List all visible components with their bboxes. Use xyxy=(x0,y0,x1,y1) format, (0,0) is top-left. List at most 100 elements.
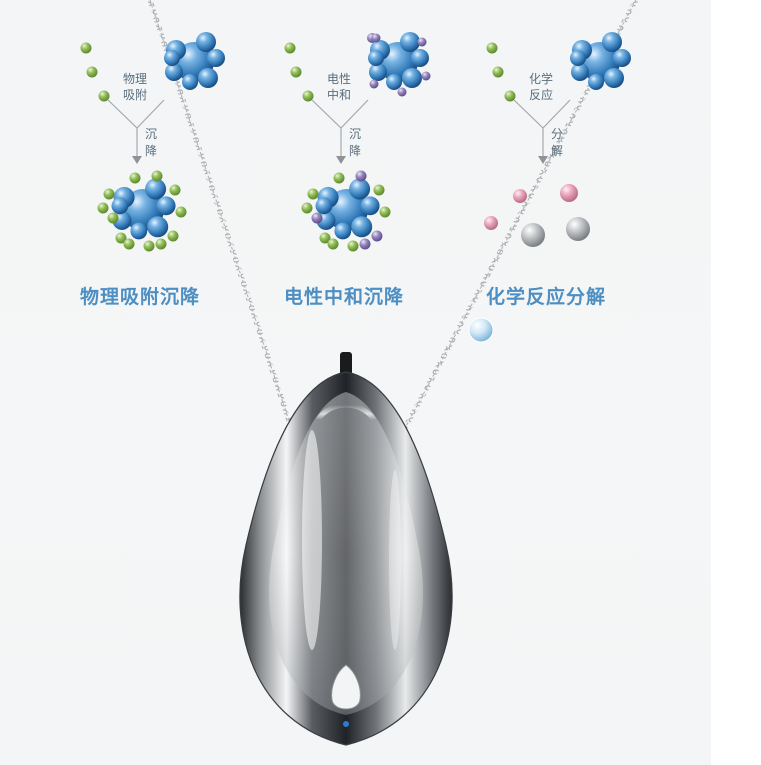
green-particle-icon xyxy=(103,188,115,200)
green-particle-icon xyxy=(319,232,331,244)
purple-particle-icon xyxy=(369,79,379,89)
green-particle-icon xyxy=(327,238,339,250)
step-label: 降 xyxy=(145,144,157,158)
green-particle-icon xyxy=(115,232,127,244)
blue-particle-icon xyxy=(165,63,183,81)
blue-particle-icon xyxy=(351,216,373,238)
green-particle-icon xyxy=(333,172,345,184)
green-particle-icon xyxy=(80,42,92,54)
blue-particle-icon xyxy=(207,49,225,67)
blue-particle-icon xyxy=(130,222,148,240)
blue-particle-icon xyxy=(602,32,622,52)
blue-particle-icon xyxy=(196,32,216,52)
green-particle-icon xyxy=(284,42,296,54)
blue-particle-icon xyxy=(588,74,604,90)
caption-charge-neutralization: 电性中和沉降 xyxy=(284,285,404,308)
blue-particle-icon xyxy=(570,50,586,66)
merge-lines xyxy=(107,99,165,129)
blue-particle-icon xyxy=(182,74,198,90)
purple-particle-icon xyxy=(421,71,431,81)
blue-particle-icon xyxy=(402,68,422,88)
blue-particle-icon xyxy=(400,32,420,52)
blue-particle-icon xyxy=(386,74,402,90)
blue-particle-icon xyxy=(145,178,167,200)
step-label: 化学 xyxy=(529,71,553,86)
purple-particle-icon xyxy=(359,238,371,250)
pendant-highlight-left xyxy=(302,430,322,650)
arrow-down-icon xyxy=(538,156,548,164)
green-particle-icon xyxy=(301,202,313,214)
pink-particle-icon xyxy=(513,189,527,203)
arrow-down-icon xyxy=(132,156,142,164)
blue-particle-icon xyxy=(571,63,589,81)
blue-particle-icon xyxy=(369,63,387,81)
blue-particle-icon xyxy=(334,222,352,240)
process-charge-neutralization: 电性中和沉降 xyxy=(284,32,431,252)
green-particle-icon xyxy=(98,90,110,102)
purple-particle-icon xyxy=(311,212,323,224)
green-particle-icon xyxy=(373,184,385,196)
step-label: 分 xyxy=(551,127,563,141)
green-particle-icon xyxy=(129,172,141,184)
power-button[interactable] xyxy=(331,664,361,710)
step-label: 电性 xyxy=(327,72,351,86)
blue-particle-icon xyxy=(349,178,371,200)
blue-particle-icon xyxy=(315,197,333,215)
process-physical-adsorption: 物理吸附沉降 xyxy=(80,32,225,252)
caption-chemical-decomposition: 化学反应分解 xyxy=(486,285,606,308)
blue-particle-icon xyxy=(604,68,624,88)
step-label: 反应 xyxy=(529,87,553,102)
indicator-led-icon xyxy=(343,721,349,727)
green-particle-icon xyxy=(107,212,119,224)
green-particle-icon xyxy=(347,240,359,252)
step-label: 吸附 xyxy=(123,88,147,102)
step-label: 解 xyxy=(551,144,563,158)
green-particle-icon xyxy=(504,90,516,102)
process-chemical-decomposition: 化学反应分解 xyxy=(484,32,631,247)
blue-particle-icon xyxy=(198,68,218,88)
green-particle-icon xyxy=(86,66,98,78)
green-particle-icon xyxy=(307,188,319,200)
green-particle-icon xyxy=(155,238,167,250)
arrow-down-icon xyxy=(336,156,346,164)
caption-physical-adsorption: 物理吸附沉降 xyxy=(80,285,200,308)
green-particle-icon xyxy=(151,170,163,182)
green-particle-icon xyxy=(123,238,135,250)
step-label: 中和 xyxy=(327,87,351,102)
purple-particle-icon xyxy=(417,37,427,47)
step-label: 沉 xyxy=(145,127,157,141)
green-particle-icon xyxy=(167,230,179,242)
purple-particle-icon xyxy=(371,33,381,43)
green-particle-icon xyxy=(143,240,155,252)
green-particle-icon xyxy=(379,206,391,218)
gray-particle-icon xyxy=(521,223,545,247)
green-particle-icon xyxy=(486,42,498,54)
blue-particle-icon xyxy=(156,196,176,216)
merge-lines xyxy=(513,99,571,129)
green-particle-icon xyxy=(290,66,302,78)
floating-bubble-icon xyxy=(468,317,494,343)
merge-lines xyxy=(311,99,369,129)
green-particle-icon xyxy=(175,206,187,218)
step-label: 降 xyxy=(349,144,361,158)
green-particle-icon xyxy=(302,90,314,102)
pendant-top-shine xyxy=(315,402,377,422)
gray-particle-icon xyxy=(566,217,590,241)
blue-particle-icon xyxy=(368,50,384,66)
pendant-device xyxy=(239,352,453,746)
blue-particle-icon xyxy=(164,50,180,66)
green-particle-icon xyxy=(97,202,109,214)
blue-particle-icon xyxy=(613,49,631,67)
step-label: 物理 xyxy=(123,72,147,86)
blue-particle-icon xyxy=(411,49,429,67)
purple-particle-icon xyxy=(371,230,383,242)
green-particle-icon xyxy=(169,184,181,196)
purple-particle-icon xyxy=(397,87,407,97)
blue-particle-icon xyxy=(111,197,129,215)
pink-particle-icon xyxy=(484,216,498,230)
green-particle-icon xyxy=(492,66,504,78)
blue-particle-icon xyxy=(147,216,169,238)
pink-particle-icon xyxy=(560,184,578,202)
